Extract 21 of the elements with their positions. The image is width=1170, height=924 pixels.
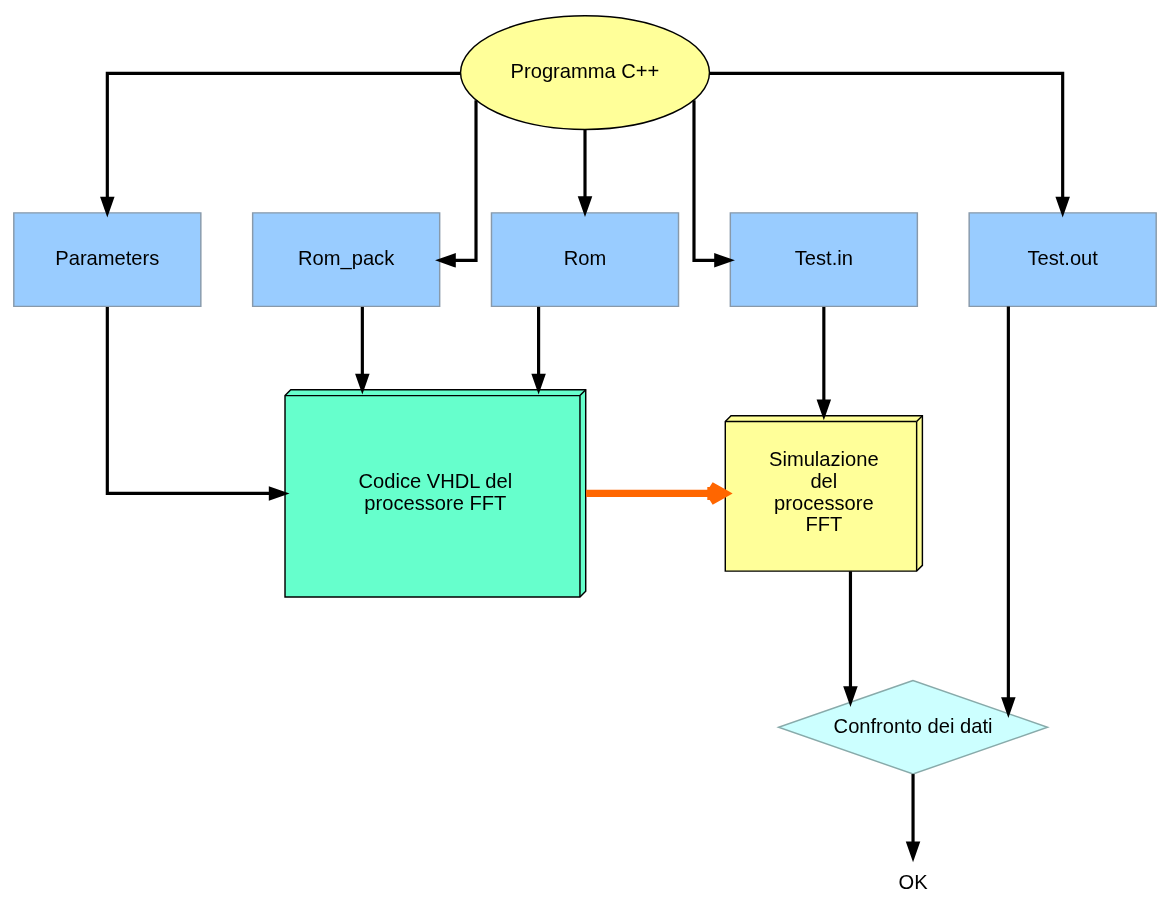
node-box: Test.out — [968, 211, 1157, 307]
arrow — [435, 99, 478, 268]
arrow — [905, 773, 921, 862]
node-box: Test.in — [729, 211, 919, 307]
arrow — [816, 306, 832, 420]
node-text: OK — [898, 870, 928, 893]
arrow — [531, 306, 546, 394]
arrow — [586, 481, 730, 505]
node-box: Parameters — [13, 211, 202, 307]
arrow — [692, 99, 735, 268]
node-box: Rom_pack — [251, 211, 441, 307]
arrow — [709, 71, 1070, 217]
arrow — [577, 129, 593, 217]
arrow — [1001, 306, 1016, 718]
arrow — [843, 570, 858, 707]
arrow — [100, 71, 461, 217]
arrow — [105, 306, 290, 501]
node-box: Rom — [490, 211, 680, 307]
node-diamond: Confronto dei dati — [776, 679, 1050, 775]
node-ellipse: Programma C++ — [459, 14, 711, 130]
arrow — [355, 306, 370, 394]
